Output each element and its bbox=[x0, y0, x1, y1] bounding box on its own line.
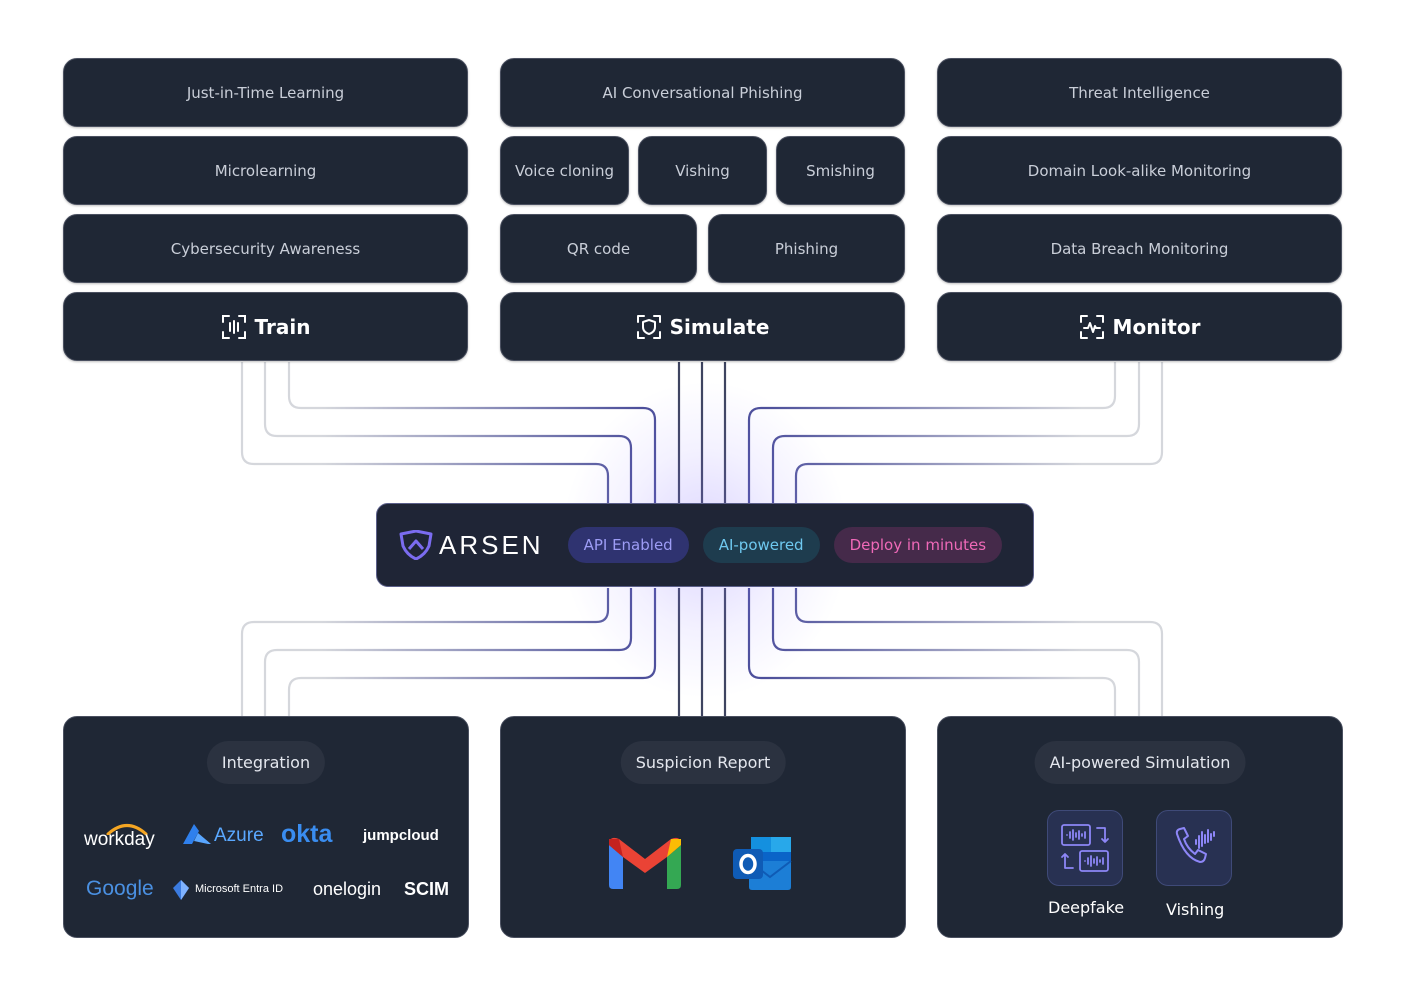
simulate-label: Simulate bbox=[669, 314, 770, 339]
simulate-item: Vishing bbox=[638, 136, 767, 205]
arsen-shield-icon bbox=[399, 530, 433, 560]
simulate-top-item: AI Conversational Phishing bbox=[500, 58, 905, 127]
arsen-core-bar: ARSEN API Enabled AI-powered Deploy in m… bbox=[376, 503, 1034, 587]
deepfake-tile bbox=[1047, 810, 1123, 886]
jumpcloud-logo: jumpcloud bbox=[363, 827, 439, 844]
pulse-scan-icon bbox=[1079, 314, 1104, 339]
deepfake-label: Deepfake bbox=[1048, 898, 1125, 917]
integration-panel: Integration workday Azure okta jumpcloud… bbox=[63, 716, 469, 938]
simulate-item: Phishing bbox=[708, 214, 905, 283]
entra-icon bbox=[173, 880, 189, 900]
simulate-item: Voice cloning bbox=[500, 136, 629, 205]
deepfake-icon bbox=[1061, 824, 1109, 872]
train-header: Train bbox=[63, 292, 468, 361]
azure-icon bbox=[183, 824, 211, 844]
workday-logo: workday bbox=[84, 829, 155, 850]
train-icon bbox=[221, 314, 246, 339]
deploy-pill: Deploy in minutes bbox=[833, 527, 1003, 563]
monitor-header: Monitor bbox=[937, 292, 1342, 361]
train-item: Just-in-Time Learning bbox=[63, 58, 468, 127]
scim-logo: SCIM bbox=[404, 879, 449, 899]
ai-powered-pill: AI-powered bbox=[702, 527, 820, 563]
vishing-tile bbox=[1156, 810, 1232, 886]
arsen-logo: ARSEN bbox=[399, 530, 544, 561]
monitor-item: Threat Intelligence bbox=[937, 58, 1342, 127]
vishing-label: Vishing bbox=[1166, 900, 1225, 919]
integration-title: Integration bbox=[206, 741, 326, 784]
gmail-icon bbox=[609, 837, 681, 889]
arsen-brand-text: ARSEN bbox=[439, 529, 544, 560]
monitor-item: Data Breach Monitoring bbox=[937, 214, 1342, 283]
phone-voice-icon bbox=[1175, 827, 1215, 863]
api-enabled-pill: API Enabled bbox=[567, 527, 689, 563]
workday-arc-icon bbox=[106, 824, 148, 835]
simulate-header: Simulate bbox=[500, 292, 905, 361]
ai-simulation-panel: AI-powered Simulation Deepfake Vishing bbox=[937, 716, 1343, 938]
train-label: Train bbox=[254, 314, 311, 339]
ai-simulation-title: AI-powered Simulation bbox=[1034, 741, 1246, 784]
simulate-item: Smishing bbox=[776, 136, 905, 205]
monitor-label: Monitor bbox=[1112, 314, 1201, 339]
suspicion-report-panel: Suspicion Report bbox=[500, 716, 906, 938]
shield-scan-icon bbox=[636, 314, 661, 339]
simulate-item: QR code bbox=[500, 214, 697, 283]
azure-logo: Azure bbox=[214, 825, 264, 846]
okta-logo: okta bbox=[281, 820, 333, 848]
suspicion-report-title: Suspicion Report bbox=[620, 741, 786, 784]
onelogin-logo: onelogin bbox=[313, 879, 382, 899]
train-item: Cybersecurity Awareness bbox=[63, 214, 468, 283]
train-item: Microlearning bbox=[63, 136, 468, 205]
google-logo: Google bbox=[86, 877, 154, 900]
outlook-icon bbox=[733, 837, 792, 890]
monitor-item: Domain Look-alike Monitoring bbox=[937, 136, 1342, 205]
microsoft-entra-id-logo: Microsoft Entra ID bbox=[195, 883, 284, 895]
